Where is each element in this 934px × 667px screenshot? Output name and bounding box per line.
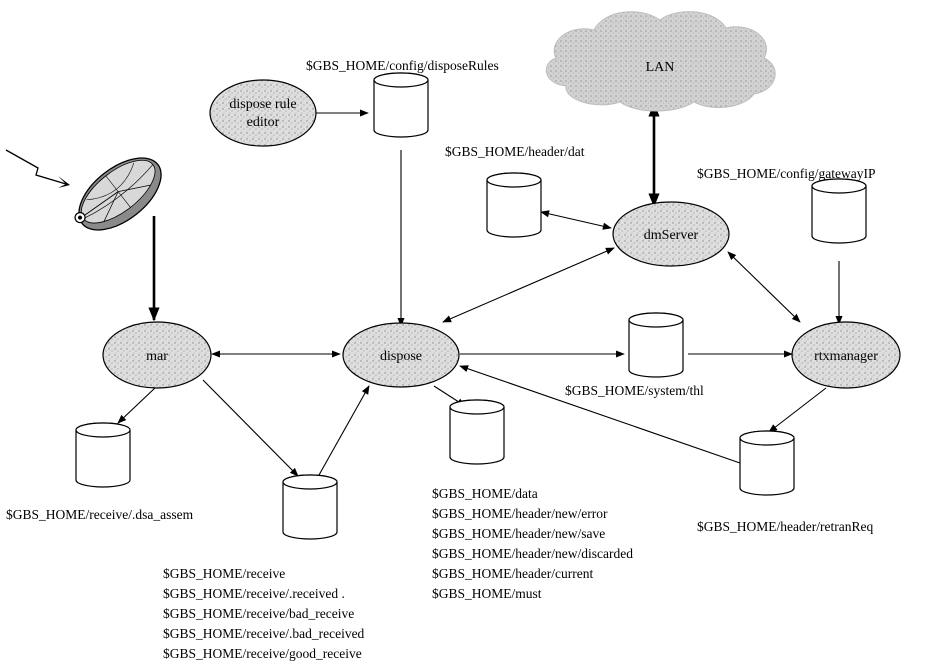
dispose-ellipse bbox=[342, 322, 460, 388]
process-rtxmanager: rtxmanager bbox=[791, 321, 901, 389]
cylinder-top bbox=[486, 172, 542, 188]
label-data-line: $GBS_HOME/must bbox=[432, 586, 542, 601]
process-mar: mar bbox=[102, 321, 212, 389]
cloud-shape bbox=[545, 11, 776, 112]
process-dispose: dispose bbox=[342, 322, 460, 388]
label-header-dat: $GBS_HOME/header/dat bbox=[445, 144, 585, 159]
label-receive-line: $GBS_HOME/receive/bad_receive bbox=[163, 606, 354, 621]
lan-cloud: LAN bbox=[545, 11, 776, 112]
store-receive-cylinder bbox=[282, 474, 338, 540]
dmServer-label: dmServer bbox=[644, 228, 699, 243]
label-receive-line: $GBS_HOME/receive/.bad_received bbox=[163, 626, 365, 641]
cylinder-top bbox=[811, 178, 867, 194]
label-data-line: $GBS_HOME/header/current bbox=[432, 566, 593, 581]
label-disposeRules: $GBS_HOME/config/disposeRules bbox=[306, 58, 499, 73]
dmServer-ellipse bbox=[612, 201, 730, 267]
process-dispose-rule-editor: dispose rule editor bbox=[209, 79, 317, 147]
store-header-dat-cylinder bbox=[486, 172, 542, 238]
satellite-dish-icon bbox=[74, 157, 162, 231]
cylinder-top bbox=[282, 474, 338, 490]
edge-dispose-dmServer bbox=[442, 247, 615, 323]
dispose-rule-editor-line2: editor bbox=[247, 115, 280, 130]
cylinder-top bbox=[739, 430, 795, 446]
cylinder-top bbox=[628, 312, 684, 328]
edge-mar-to-receive bbox=[202, 379, 299, 477]
store-retranReq-cylinder bbox=[739, 430, 795, 496]
store-disposeRules-cylinder bbox=[373, 72, 429, 138]
store-thl-cylinder bbox=[628, 312, 684, 378]
rtxmanager-ellipse bbox=[791, 321, 901, 389]
label-data-line: $GBS_HOME/header/new/error bbox=[432, 506, 608, 521]
store-data-cylinder bbox=[449, 399, 505, 465]
label-receive-group: $GBS_HOME/receive $GBS_HOME/receive/.rec… bbox=[163, 566, 365, 661]
dispose-label: dispose bbox=[380, 349, 422, 364]
process-dmServer: dmServer bbox=[612, 201, 730, 267]
label-thl: $GBS_HOME/system/thl bbox=[565, 383, 704, 398]
label-receive-line: $GBS_HOME/receive/good_receive bbox=[163, 646, 362, 661]
label-data-line: $GBS_HOME/header/new/discarded bbox=[432, 546, 633, 561]
mar-ellipse bbox=[102, 321, 212, 389]
label-gatewayIP: $GBS_HOME/config/gatewayIP bbox=[697, 166, 875, 181]
label-retranReq: $GBS_HOME/header/retranReq bbox=[697, 519, 873, 534]
rtxmanager-label: rtxmanager bbox=[814, 349, 878, 364]
mar-label: mar bbox=[146, 349, 168, 364]
label-data-group: $GBS_HOME/data $GBS_HOME/header/new/erro… bbox=[432, 486, 633, 601]
dispose-rule-editor-line1: dispose rule bbox=[229, 97, 296, 112]
edges bbox=[117, 102, 843, 477]
edge-rtx-to-retran bbox=[768, 387, 827, 433]
store-gatewayIP-cylinder bbox=[811, 178, 867, 244]
label-dsa-assem: $GBS_HOME/receive/.dsa_assem bbox=[6, 507, 194, 522]
label-receive-line: $GBS_HOME/receive bbox=[163, 566, 285, 581]
lan-label: LAN bbox=[646, 60, 675, 75]
label-data-line: $GBS_HOME/data bbox=[432, 486, 538, 501]
edge-dmServer-rtx bbox=[727, 251, 801, 323]
label-data-line: $GBS_HOME/header/new/save bbox=[432, 526, 605, 541]
label-receive-line: $GBS_HOME/receive/.received . bbox=[163, 586, 345, 601]
edge-retran-to-dispose bbox=[459, 365, 741, 464]
cylinder-top bbox=[449, 399, 505, 415]
edge-mar-to-dsa bbox=[117, 386, 157, 424]
cylinder-top bbox=[373, 72, 429, 88]
edge-receive-to-dispose bbox=[318, 385, 370, 476]
cylinder-top bbox=[75, 422, 131, 438]
dispose-rule-editor-ellipse bbox=[209, 79, 317, 147]
lightning-signal-icon bbox=[5, 149, 70, 188]
edge-dat-dmServer bbox=[540, 210, 612, 230]
store-dsa-assem-cylinder bbox=[75, 422, 131, 488]
